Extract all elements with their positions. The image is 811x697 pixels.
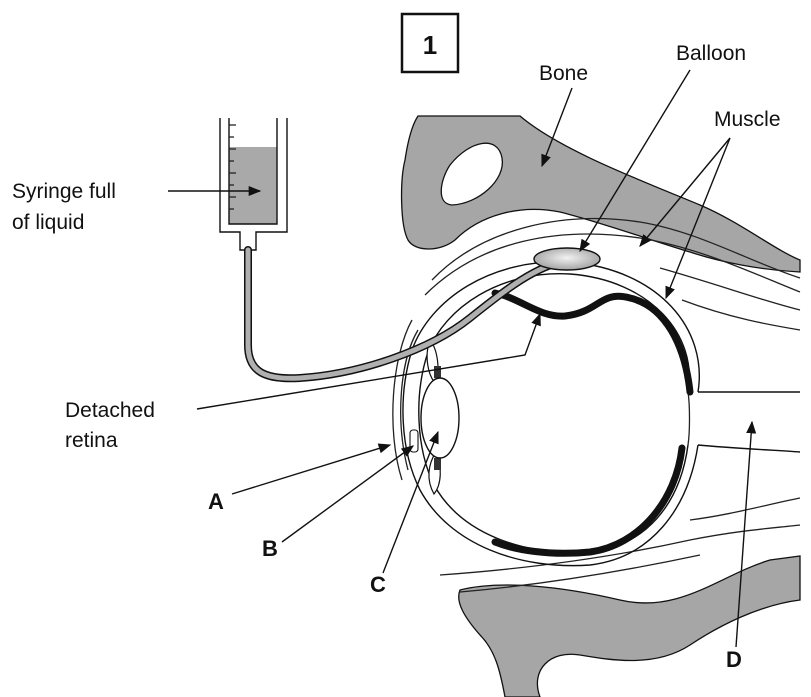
label-detached-retina: Detached retina bbox=[65, 314, 540, 452]
muscle-label: Muscle bbox=[714, 108, 781, 131]
c-label: C bbox=[370, 572, 386, 597]
detached-retina bbox=[495, 293, 690, 392]
a-label: A bbox=[208, 489, 224, 514]
eyeball bbox=[393, 262, 800, 566]
a-arrow bbox=[232, 445, 390, 494]
detached-label-line1: Detached bbox=[65, 399, 155, 422]
figure-number-box: 1 bbox=[402, 14, 458, 72]
ciliary-upper bbox=[434, 366, 441, 378]
syringe-tube-outline bbox=[248, 250, 560, 378]
c-arrow bbox=[383, 432, 438, 573]
balloon bbox=[534, 248, 600, 270]
label-a: A bbox=[208, 445, 390, 514]
b-arrow bbox=[282, 446, 413, 542]
syringe-liquid bbox=[229, 147, 277, 224]
cornea-feature bbox=[410, 430, 418, 452]
optic-nerve-bottom bbox=[698, 445, 800, 452]
detached-label-line2: retina bbox=[65, 429, 118, 452]
lower-bone bbox=[459, 556, 800, 697]
syringe-label-line1: Syringe full bbox=[12, 180, 116, 203]
syringe-tube bbox=[248, 250, 560, 378]
b-label: B bbox=[262, 536, 278, 561]
bone-label: Bone bbox=[539, 62, 588, 85]
balloon-label: Balloon bbox=[676, 42, 746, 65]
attached-retina bbox=[495, 448, 682, 553]
label-b: B bbox=[262, 446, 413, 561]
lens bbox=[421, 378, 459, 458]
label-c: C bbox=[370, 432, 438, 597]
upper-bone bbox=[402, 116, 800, 272]
figure-number: 1 bbox=[423, 30, 437, 60]
d-label: D bbox=[726, 647, 742, 672]
ciliary-lower bbox=[434, 458, 441, 470]
syringe-label-line2: of liquid bbox=[12, 211, 84, 234]
label-syringe: Syringe full of liquid bbox=[12, 180, 260, 234]
label-d: D bbox=[726, 422, 752, 672]
